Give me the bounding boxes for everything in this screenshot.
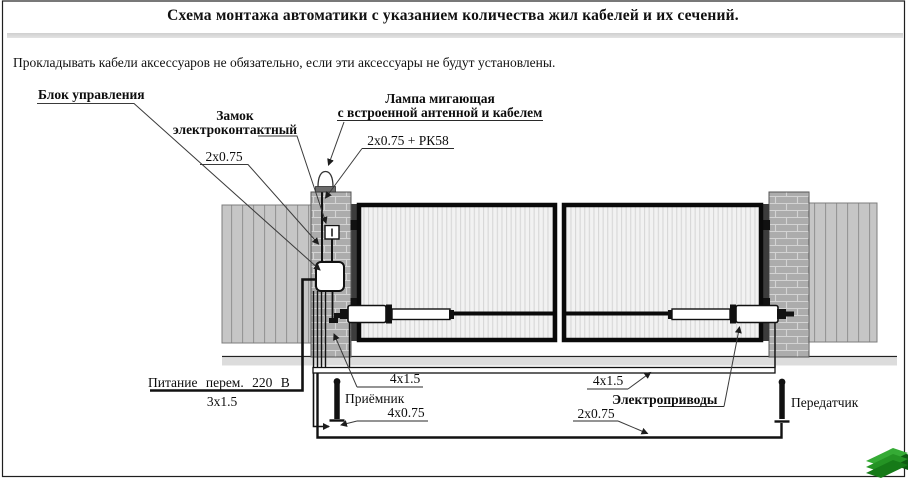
transmitter-device — [774, 378, 790, 423]
conduit-duct — [312, 366, 776, 374]
ground-strip — [222, 357, 897, 366]
lock-leader — [258, 135, 328, 224]
receiver-cable-leader — [340, 420, 358, 427]
drives-label: Электроприводы — [612, 392, 718, 407]
left-actuator — [329, 304, 454, 324]
transmitter-cable-label: 2х0.75 — [577, 406, 614, 421]
leader-lines — [37, 103, 742, 435]
left-fence — [221, 204, 312, 344]
note-text: Прокладывать кабели аксессуаров не обяза… — [13, 55, 556, 70]
hinge-posts — [350, 204, 770, 341]
transmitter-cable-line — [316, 373, 783, 439]
lock-label-line1: Замок — [216, 108, 254, 123]
control-unit-leader — [37, 103, 321, 271]
right-drive-cable-leader — [627, 371, 652, 390]
right-fence — [805, 202, 878, 343]
left-drive-cable-label: 4х1.5 — [390, 371, 421, 386]
lamp-label-line2: с встроенной антенной и кабелем — [338, 105, 543, 120]
control-unit-box — [315, 261, 345, 292]
electro-lock — [324, 224, 340, 240]
lock-cable-label: 2х0.75 — [205, 149, 242, 164]
power-cable-line — [150, 278, 316, 392]
right-drive-cable-label: 4х1.5 — [593, 373, 624, 388]
receiver-cable-line — [312, 373, 330, 430]
right-actuator — [668, 304, 794, 324]
page-title: Схема монтажа автоматики с указанием кол… — [167, 7, 739, 24]
title-divider — [7, 33, 903, 38]
left-drive-cable-leader — [333, 333, 358, 388]
lamp-cable-leader — [324, 148, 363, 199]
brand-logo — [866, 448, 908, 478]
transmitter-cable-leader — [617, 420, 649, 435]
lock-label-line2: электроконтактный — [173, 122, 297, 137]
lamp-arrow — [327, 121, 345, 166]
cabling — [150, 192, 783, 439]
gate-right-midrail — [564, 311, 761, 316]
power-cable-label: 3х1.5 — [207, 394, 238, 409]
receiver-label: Приёмник — [345, 391, 405, 406]
power-supply-label: Питание перем. 220 В — [148, 375, 290, 390]
receiver-device — [329, 378, 345, 422]
lamp-cable-label: 2х0.75 + РК58 — [367, 133, 449, 148]
gate-left-midrail — [359, 311, 555, 316]
control-unit-drop-wires — [312, 291, 327, 368]
lock-cable-leader — [200, 164, 320, 245]
drives-leader — [723, 326, 742, 407]
lamp-label-line1: Лампа мигающая — [385, 91, 495, 106]
transmitter-label: Передатчик — [791, 395, 859, 410]
receiver-cable-label: 4х0.75 — [387, 405, 424, 420]
control-unit-label: Блок управления — [38, 87, 145, 102]
